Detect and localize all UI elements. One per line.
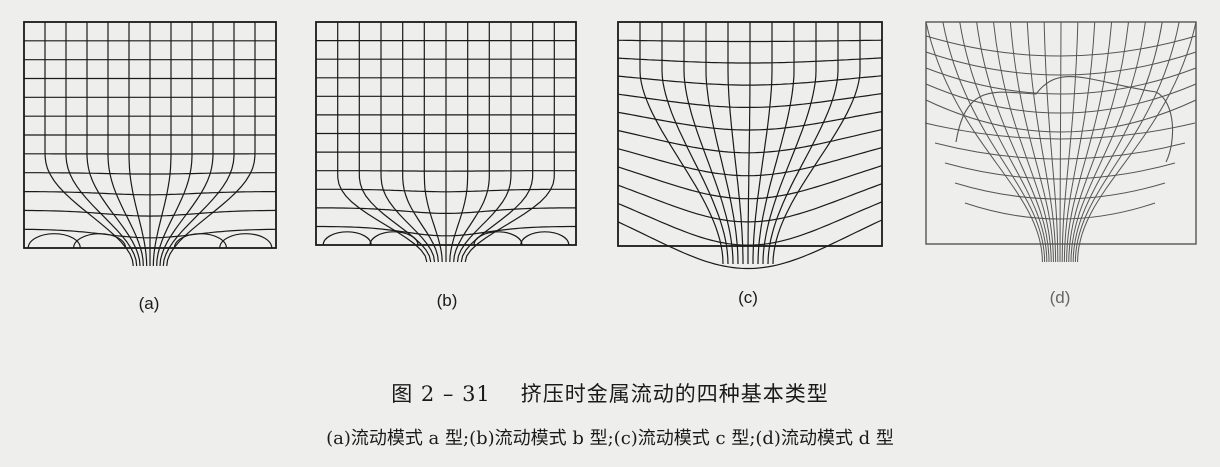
grid-line [23,228,277,239]
grid-line [24,172,276,175]
figure-caption-title: 图 2 – 31 挤压时金属流动的四种基本类型 [0,378,1220,408]
flow-line [1072,21,1163,263]
grid-line [617,165,883,200]
flow-line [1063,21,1096,263]
dead-zone-arc [73,233,127,249]
grid-line [618,39,883,43]
grid-line [944,162,1176,180]
dead-zone-arc [473,231,523,246]
flow-line [661,22,729,265]
flow-line [460,22,534,263]
flow-line [757,22,795,265]
flow-line [152,22,172,267]
grid-line [316,225,576,237]
flow-line [1026,21,1057,263]
flow-line [156,22,193,267]
grid-line [964,202,1156,220]
panel-b-label: (b) [437,291,458,310]
flow-line [423,22,443,263]
flow-line [44,22,134,267]
flow-line [453,22,490,263]
panel-a-flow-grid [23,21,277,267]
flow-line [1074,21,1180,263]
flow-line [464,22,555,263]
flow-line [402,22,439,263]
flow-line [762,22,817,265]
flow-line [976,21,1050,263]
flow-line [159,22,214,267]
figure-title: 挤压时金属流动的四种基本类型 [520,382,829,406]
figure-number: 图 2 – 31 [391,382,491,406]
flow-line [107,22,144,267]
figure-caption-subtitle: (a)流动模式 a 型;(b)流动模式 b 型;(c)流动模式 c 型;(d)流… [326,428,894,449]
flow-line [747,22,751,264]
flow-line [925,21,1043,263]
flow-line [128,22,148,267]
grid-line [934,142,1186,160]
panel-b-flow-grid [315,21,577,263]
grid-line [23,209,277,217]
deformation-boundary [955,76,1174,163]
flow-line [683,22,734,265]
dead-zone-arc [219,233,273,249]
dead-zone-arc [520,231,570,246]
flow-line [1061,21,1079,263]
flow-line [65,22,138,267]
panel-d-flow-grid [924,21,1197,263]
grid-line [617,183,883,223]
flow-line [772,22,861,265]
panel-d-label: (d) [1050,288,1071,307]
grid-line [617,129,883,154]
flow-line [959,21,1048,263]
flow-line [993,21,1052,263]
flow-line [358,22,432,263]
grid-line [954,182,1166,200]
flow-line [380,22,436,263]
grid-line [617,111,883,131]
grid-line [316,170,576,172]
flow-line [166,22,256,267]
flow-line [1077,21,1197,263]
flow-line [1068,21,1129,263]
panel-c-flow-grid [617,21,883,270]
grid-line [24,191,276,196]
grid-line [617,57,883,64]
flow-line [162,22,235,267]
flow-line [1070,21,1146,263]
grid-line [316,188,576,193]
grid-line [617,201,883,246]
grid-line [617,93,883,108]
dead-zone-arc [369,231,419,246]
flow-line [942,21,1046,263]
flow-line [767,22,839,265]
grid-line [617,75,883,86]
flow-line [1009,21,1054,263]
grid-line [924,122,1196,140]
panel-a-label: (a) [139,294,160,313]
flow-line [1066,21,1113,263]
dead-zone-arc [173,233,227,249]
dead-zone-arc [322,231,372,246]
grid-line [617,147,883,177]
flow-line [639,22,724,265]
flow-line [456,22,512,263]
flow-line [1043,21,1059,263]
panel-c-label: (c) [738,288,758,307]
flow-line [1059,21,1062,263]
flow-line [752,22,773,264]
grid-line [316,207,576,214]
flow-line [86,22,141,267]
grid-line [617,219,883,270]
dead-zone-arc [27,233,81,249]
flow-line [337,22,428,263]
flow-line [449,22,469,263]
